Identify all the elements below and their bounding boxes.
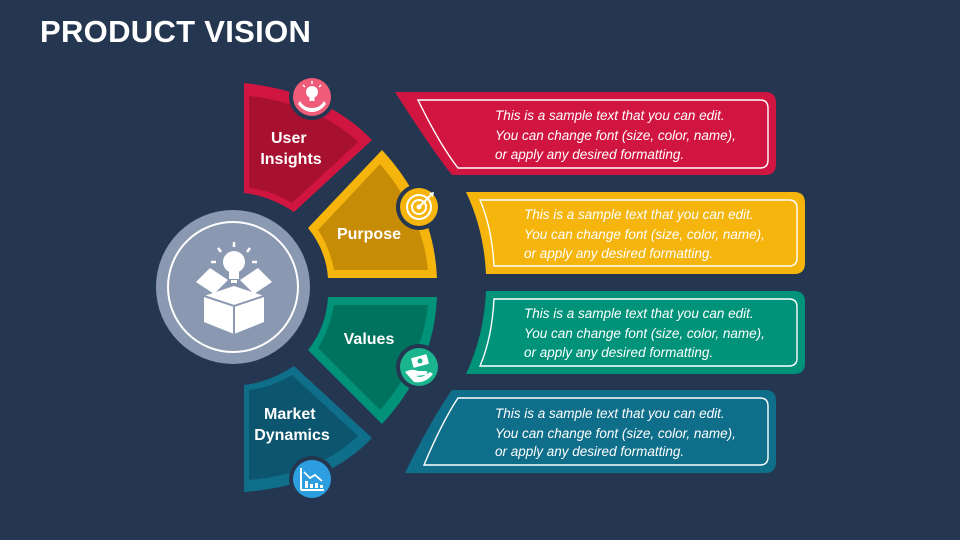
text-box-3-outline (478, 298, 798, 367)
text-box-values[interactable]: This is a sample text that you can edit.… (466, 291, 805, 374)
segment-4-label-line-2: Dynamics (254, 427, 330, 444)
segment-1-label: User Insights (260, 130, 321, 168)
segment-market-dynamics[interactable]: Market Dynamics (244, 366, 372, 492)
text-box-1-shape (395, 92, 776, 175)
text-box-4-line-3: or apply any desired formatting. (495, 444, 684, 459)
segment-4-label-line-1: Market (264, 406, 316, 423)
text-box-3-line-3: or apply any desired formatting. (524, 345, 713, 360)
segment-3-label: Values (344, 331, 395, 348)
text-box-2-text: This is a sample text that you can edit.… (524, 207, 769, 261)
text-box-1-text: This is a sample text that you can edit.… (495, 108, 740, 162)
hand-bulb-icon (289, 74, 335, 120)
hub-ring (167, 221, 299, 353)
segment-1-label-line-2: Insights (260, 151, 321, 168)
segment-4-inner (249, 375, 358, 480)
segment-values[interactable]: Values (308, 297, 437, 424)
text-box-1-outline (416, 99, 769, 169)
chart-icon (289, 456, 335, 502)
text-box-4-outline (422, 397, 769, 466)
segment-purpose[interactable]: Purpose (308, 150, 437, 278)
segment-2-inner (318, 164, 428, 270)
text-box-3-shape (466, 291, 805, 374)
text-box-2-outline (478, 199, 798, 267)
text-box-4-shape (405, 390, 776, 473)
text-box-4-line-2: You can change font (size, color, name), (495, 426, 736, 441)
text-box-2-line-2: You can change font (size, color, name), (524, 227, 765, 242)
slide-title: PRODUCT VISION (40, 14, 312, 49)
text-box-market-dynamics[interactable]: This is a sample text that you can edit.… (405, 390, 776, 473)
text-box-3-line-1: This is a sample text that you can edit. (524, 306, 754, 321)
hand-money-icon (396, 344, 442, 390)
target-icon (396, 184, 442, 230)
segment-2-label: Purpose (337, 226, 401, 243)
segment-1-inner (249, 96, 358, 203)
segment-user-insights[interactable]: User Insights (244, 83, 372, 212)
text-box-4-text: This is a sample text that you can edit.… (495, 406, 740, 459)
text-box-1-line-3: or apply any desired formatting. (495, 147, 684, 162)
text-box-2-shape (466, 192, 805, 274)
segment-4-label: Market Dynamics (254, 406, 330, 444)
segment-1-label-line-1: User (271, 130, 307, 147)
text-box-purpose[interactable]: This is a sample text that you can edit.… (466, 192, 805, 274)
hub-circle (153, 207, 313, 367)
text-box-2-line-3: or apply any desired formatting. (524, 246, 713, 261)
text-box-3-line-2: You can change font (size, color, name), (524, 326, 765, 341)
text-box-4-line-1: This is a sample text that you can edit. (495, 406, 725, 421)
text-box-2-line-1: This is a sample text that you can edit. (524, 207, 754, 222)
text-box-user-insights[interactable]: This is a sample text that you can edit.… (395, 92, 776, 175)
text-box-3-text: This is a sample text that you can edit.… (524, 306, 769, 360)
text-box-1-line-1: This is a sample text that you can edit. (495, 108, 725, 123)
segment-3-inner (318, 305, 428, 410)
idea-box-icon (196, 242, 272, 334)
text-box-1-line-2: You can change font (size, color, name), (495, 128, 736, 143)
